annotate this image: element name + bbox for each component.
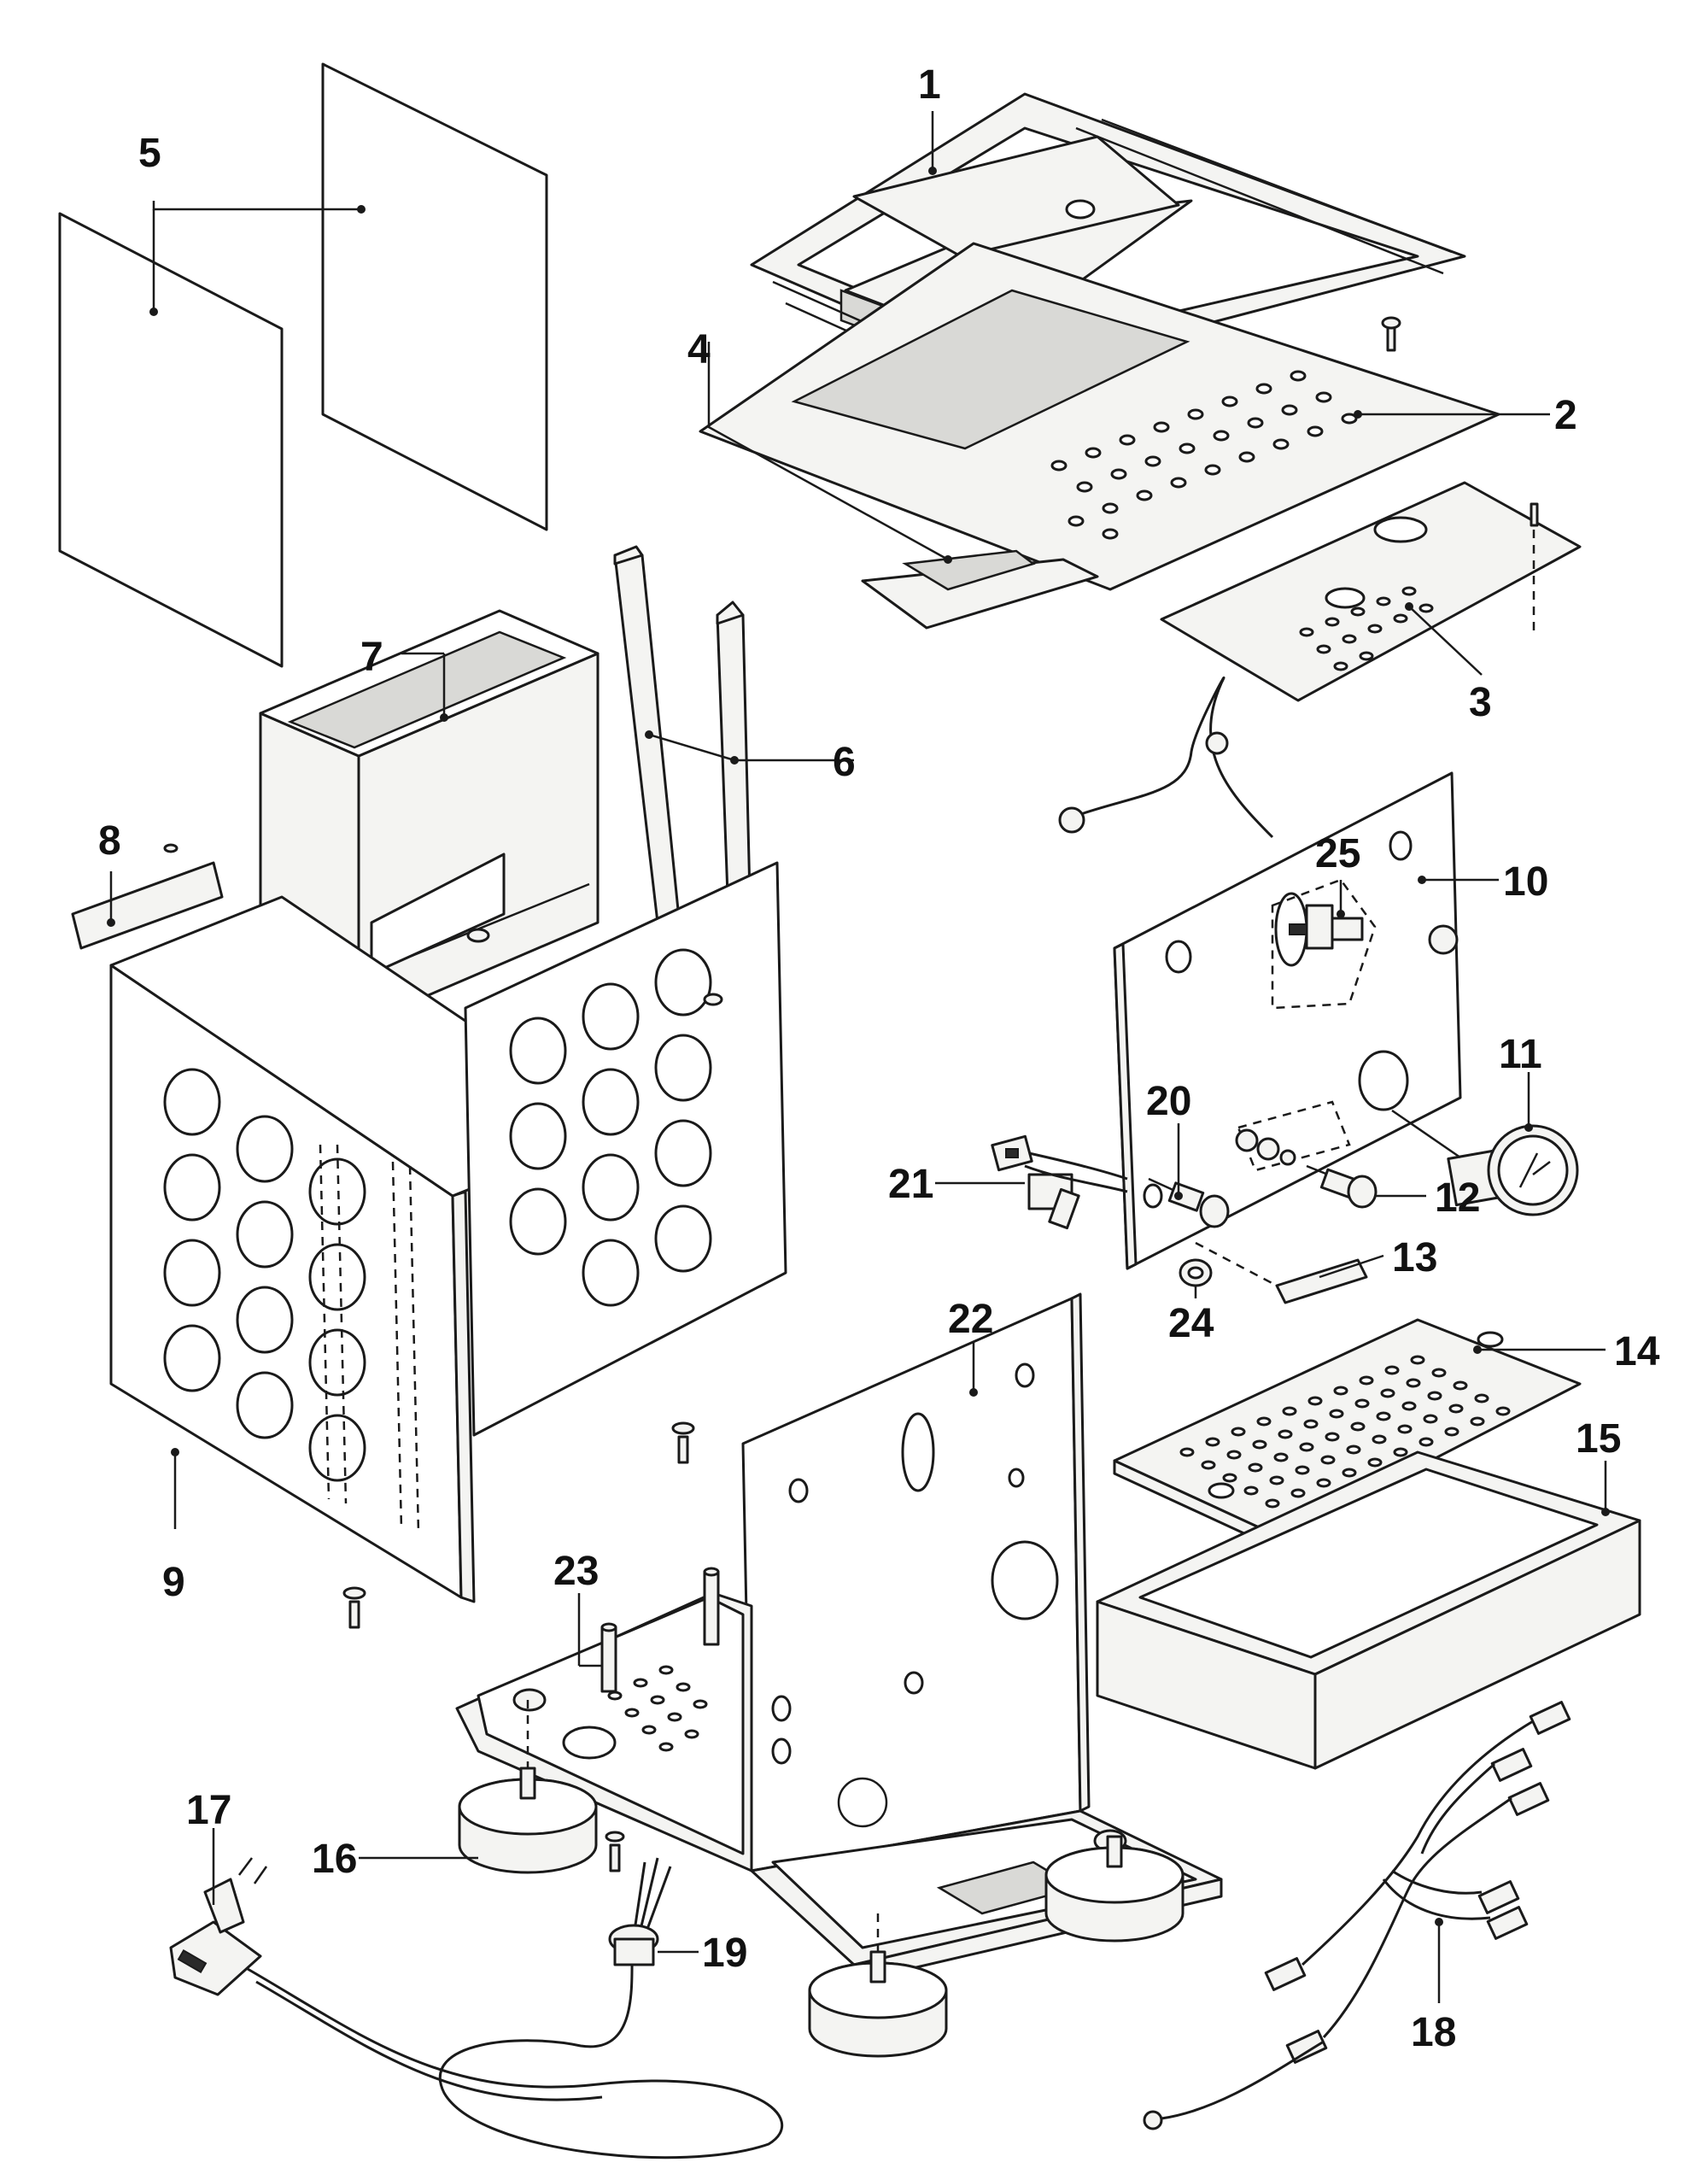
callout-5: 5 bbox=[138, 131, 161, 176]
part-17-power-plug bbox=[169, 1828, 784, 2159]
part-5-side-panels bbox=[58, 62, 548, 668]
callout-4: 4 bbox=[687, 327, 711, 372]
internal-fittings bbox=[1235, 1100, 1351, 1172]
rear-plate-perforations bbox=[1299, 586, 1434, 671]
callout-2: 2 bbox=[1554, 393, 1577, 438]
part-4-drip-plate bbox=[707, 342, 1099, 630]
callout-25: 25 bbox=[1315, 831, 1360, 876]
part-11-pressure-gauge bbox=[1391, 1072, 1579, 1216]
callout-19: 19 bbox=[702, 1931, 747, 1976]
part-25-pressure-switch bbox=[1271, 878, 1459, 1010]
top-plate-perforations bbox=[1050, 370, 1358, 540]
part-20-switch-knob bbox=[1148, 1123, 1230, 1228]
callout-23: 23 bbox=[553, 1549, 599, 1594]
callout-22: 22 bbox=[948, 1297, 993, 1342]
callout-3: 3 bbox=[1469, 680, 1492, 725]
callout-11: 11 bbox=[1499, 1032, 1542, 1077]
part-23-studs bbox=[577, 1567, 720, 1693]
callout-24: 24 bbox=[1168, 1301, 1214, 1346]
callout-9: 9 bbox=[162, 1560, 185, 1605]
callout-7: 7 bbox=[360, 635, 383, 680]
callout-18: 18 bbox=[1411, 2010, 1456, 2055]
callout-17: 17 bbox=[186, 1788, 231, 1833]
side-cabinet-front-holes bbox=[163, 1068, 366, 1482]
callout-12: 12 bbox=[1435, 1175, 1480, 1221]
callout-16: 16 bbox=[312, 1837, 357, 1882]
part-3-rear-plate bbox=[1160, 481, 1582, 702]
part-15-drip-tray bbox=[1096, 1450, 1641, 1770]
callout-14: 14 bbox=[1614, 1329, 1660, 1374]
part-10-front-panel bbox=[1058, 676, 1499, 1270]
callout-21: 21 bbox=[888, 1162, 933, 1207]
part-12-knob bbox=[1306, 1164, 1426, 1209]
part-18-wiring-harness bbox=[1143, 1701, 1571, 2130]
side-cabinet-rear-holes bbox=[509, 948, 712, 1307]
part-8-front-strip bbox=[71, 843, 224, 950]
callout-6: 6 bbox=[833, 740, 856, 785]
part-24-grommet bbox=[1179, 1258, 1213, 1298]
part-9-side-cabinet bbox=[109, 861, 787, 1629]
part-21-toggle-switch bbox=[935, 1134, 1128, 1230]
part-13-bracket bbox=[1195, 1241, 1384, 1304]
chassis-base-holes bbox=[607, 1665, 708, 1752]
part-7-inner-box bbox=[259, 609, 600, 1027]
callout-15: 15 bbox=[1576, 1416, 1621, 1462]
part-16-feet bbox=[359, 1700, 1184, 2058]
callout-1: 1 bbox=[918, 62, 941, 108]
callout-13: 13 bbox=[1392, 1235, 1437, 1280]
part-19-cable-clamp bbox=[608, 1857, 699, 1966]
callout-labels: 1 2 3 4 5 6 7 8 9 10 11 12 13 14 15 16 1… bbox=[98, 62, 1660, 2055]
callout-20: 20 bbox=[1146, 1079, 1191, 1124]
part-14-drip-grid bbox=[1113, 1318, 1606, 1552]
callout-8: 8 bbox=[98, 818, 121, 864]
part-2-top-plate bbox=[699, 242, 1550, 591]
callout-10: 10 bbox=[1503, 859, 1548, 905]
drip-grid-perforations bbox=[1179, 1355, 1511, 1509]
